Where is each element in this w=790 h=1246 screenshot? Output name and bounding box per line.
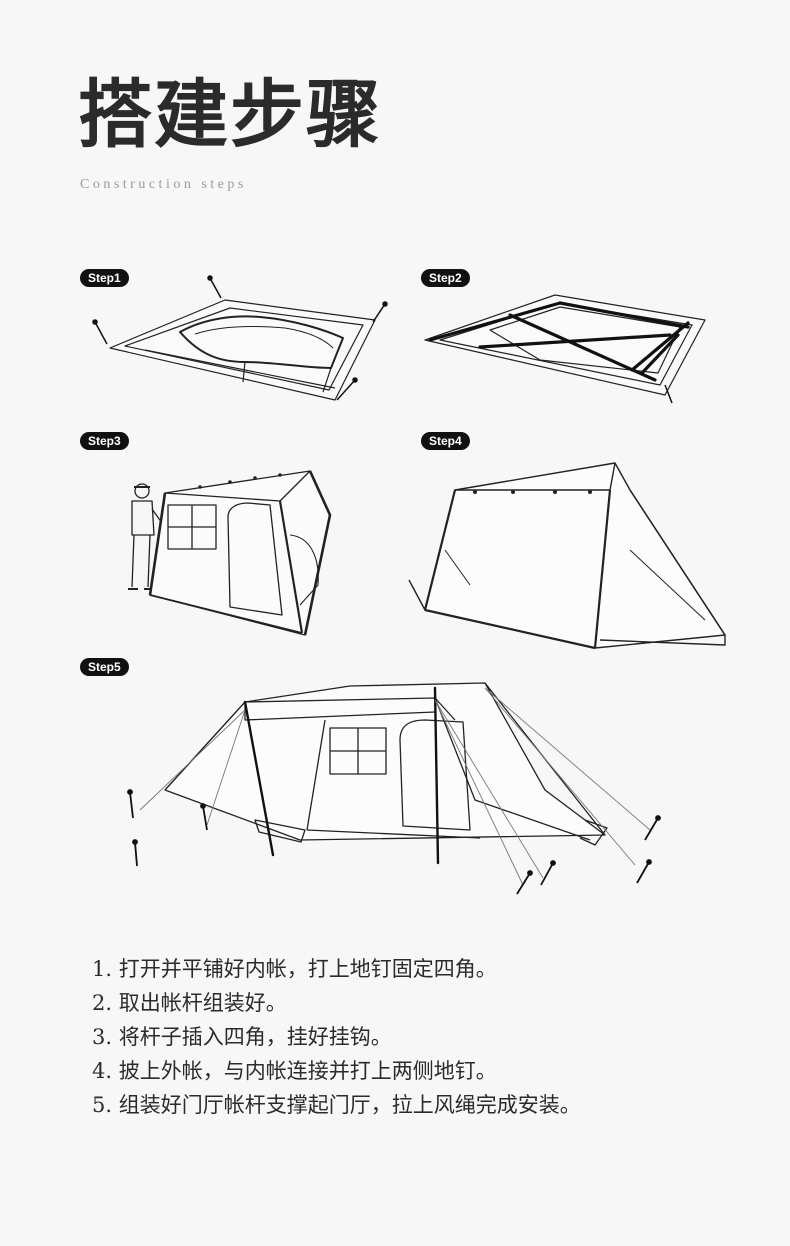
step4-badge: Step4: [421, 432, 470, 450]
instruction-step-1: 1. 打开并平铺好内帐，打上地钉固定四角。: [92, 957, 497, 981]
step5-badge: Step5: [80, 658, 129, 676]
page-title: 搭建步骤: [78, 72, 382, 158]
step3-illustration: [120, 465, 340, 640]
step1-illustration: [85, 270, 395, 410]
step1-badge: Step1: [80, 269, 129, 287]
step2-badge: Step2: [421, 269, 470, 287]
step3-badge: Step3: [80, 432, 129, 450]
step2-illustration: [420, 285, 710, 410]
instruction-step-3: 3. 将杆子插入四角，挂好挂钩。: [92, 1025, 392, 1049]
step4-illustration: [405, 460, 730, 655]
step5-illustration: [125, 680, 665, 900]
instruction-step-5: 5. 组装好门厅帐杆支撑起门厅，拉上风绳完成安装。: [92, 1093, 581, 1117]
page-subtitle: Construction steps: [80, 177, 247, 192]
instructions-list: 1. 打开并平铺好内帐，打上地钉固定四角。 2. 取出帐杆组装好。 3. 将杆子…: [92, 952, 581, 1122]
instruction-step-2: 2. 取出帐杆组装好。: [92, 991, 287, 1015]
instruction-step-4: 4. 披上外帐，与内帐连接并打上两侧地钉。: [92, 1059, 497, 1083]
